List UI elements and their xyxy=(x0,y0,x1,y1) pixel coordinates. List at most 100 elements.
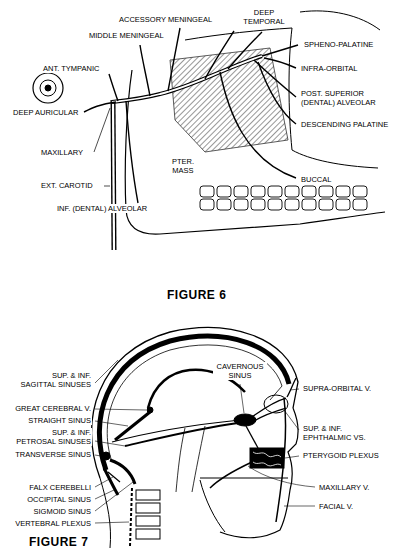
artery-branch xyxy=(168,28,180,91)
leader-line xyxy=(284,506,315,507)
artery-branch xyxy=(262,45,298,56)
external-carotid xyxy=(113,100,114,250)
palate xyxy=(200,478,288,479)
tooth xyxy=(302,186,316,197)
artery-branch xyxy=(109,74,118,101)
part-label: FACIAL V. xyxy=(318,502,354,511)
part-label: SUPRA-ORBITAL V. xyxy=(302,384,372,393)
artery-branch xyxy=(126,101,138,203)
leader-line xyxy=(248,466,315,487)
tooth xyxy=(285,186,299,197)
part-label: MAXILLARY xyxy=(40,148,84,157)
pterygoid-plexus xyxy=(250,448,284,468)
leader-lines xyxy=(95,360,315,523)
orbit-rim xyxy=(300,11,380,30)
leader-line xyxy=(95,522,129,523)
part-label: DEEP TEMPORAL xyxy=(240,8,288,26)
leader-line xyxy=(240,384,244,413)
tooth xyxy=(353,199,367,210)
leader-line xyxy=(95,409,146,410)
emissary-vein xyxy=(246,426,258,448)
artery-branch xyxy=(258,62,296,124)
part-label: GREAT CEREBRAL V. xyxy=(4,404,92,413)
part-label: PTER. MASS xyxy=(168,157,198,175)
part-label: INF. (DENTAL) ALVEOLAR xyxy=(56,204,148,213)
neck-outline xyxy=(100,478,111,548)
external-carotid xyxy=(113,100,114,250)
leader-line xyxy=(95,421,128,426)
vertebra xyxy=(136,516,160,526)
part-label: ACCESSORY MENINGEAL xyxy=(118,15,213,24)
part-label: FALX CEREBELLI xyxy=(4,483,92,492)
artery-branch xyxy=(254,60,296,97)
artery-branch xyxy=(140,45,150,96)
maxillary-vein xyxy=(210,462,252,488)
pterygoid-mass xyxy=(170,48,288,152)
leader-line xyxy=(95,490,114,499)
vertebra xyxy=(136,503,160,513)
leader-line xyxy=(95,455,101,456)
transverse-sinus xyxy=(102,452,110,460)
tooth xyxy=(302,199,316,210)
tooth xyxy=(285,199,299,210)
tooth xyxy=(217,186,231,197)
artery-branch xyxy=(205,31,234,79)
tooth xyxy=(319,186,333,197)
leader-lines xyxy=(94,108,110,186)
tooth xyxy=(251,199,265,210)
ear xyxy=(33,73,63,103)
ophthalmic-vein xyxy=(254,408,286,421)
leader-line xyxy=(95,441,125,446)
part-label: SPHENO-PALATINE xyxy=(303,40,374,49)
straight-sinus xyxy=(115,412,150,440)
tooth xyxy=(200,199,214,210)
artery-branch xyxy=(84,102,116,112)
leader-line xyxy=(104,186,110,187)
figure-caption: FIGURE 7 xyxy=(28,536,89,548)
leader-line xyxy=(94,108,110,152)
part-label: SIGMOID SINUS xyxy=(4,507,92,516)
maxillary-artery xyxy=(112,56,262,102)
artery-branches xyxy=(84,28,298,203)
petrosal-sinus xyxy=(125,423,238,446)
brain-outline xyxy=(107,345,282,462)
brainstem xyxy=(192,426,205,492)
leader-line xyxy=(95,482,133,511)
part-label: POST. SUPERIOR (DENTAL) ALVEOLAR xyxy=(300,89,390,107)
part-label: SUP. & INF. EPHTHALMIC VS. xyxy=(302,424,382,442)
part-label: CAVERNOUS SINUS xyxy=(213,362,267,380)
ear xyxy=(40,80,56,96)
figure-seven-art xyxy=(92,328,315,548)
tentorium xyxy=(112,420,240,442)
part-label: SUP. & INF. PETROSAL SINUSES xyxy=(12,428,92,446)
part-label: STRAIGHT SINUS xyxy=(4,416,92,425)
leader-line xyxy=(290,389,299,390)
tooth xyxy=(268,186,282,197)
sigmoid-sinus xyxy=(110,460,135,484)
tooth xyxy=(234,199,248,210)
artery-branch xyxy=(220,72,296,178)
leader-line xyxy=(285,456,299,458)
maxillary-artery xyxy=(112,56,262,102)
leader-line xyxy=(284,410,299,430)
artery-branch xyxy=(264,58,296,68)
vertebra xyxy=(136,529,160,539)
leader-line xyxy=(95,360,118,383)
part-label: EXT. CAROTID xyxy=(40,181,94,190)
part-label: ANT. TYMPANIC xyxy=(42,64,100,73)
skull-line xyxy=(185,28,292,40)
part-label: VERTEBRAL PLEXUS xyxy=(4,519,92,528)
part-label: MAXILLARY V. xyxy=(318,483,370,492)
occipital-sinus xyxy=(104,468,118,495)
part-label: DEEP AURICULAR xyxy=(12,108,79,117)
tooth xyxy=(234,186,248,197)
part-label: OCCIPITAL SINUS xyxy=(4,495,92,504)
figure-six-art xyxy=(33,11,385,250)
tooth xyxy=(268,199,282,210)
pterygoid-plexus xyxy=(253,452,281,466)
dural-sinus-band xyxy=(99,336,289,470)
supra-orbital-vein xyxy=(287,378,296,397)
part-label: TRANSVERSE SINUS xyxy=(4,450,92,459)
